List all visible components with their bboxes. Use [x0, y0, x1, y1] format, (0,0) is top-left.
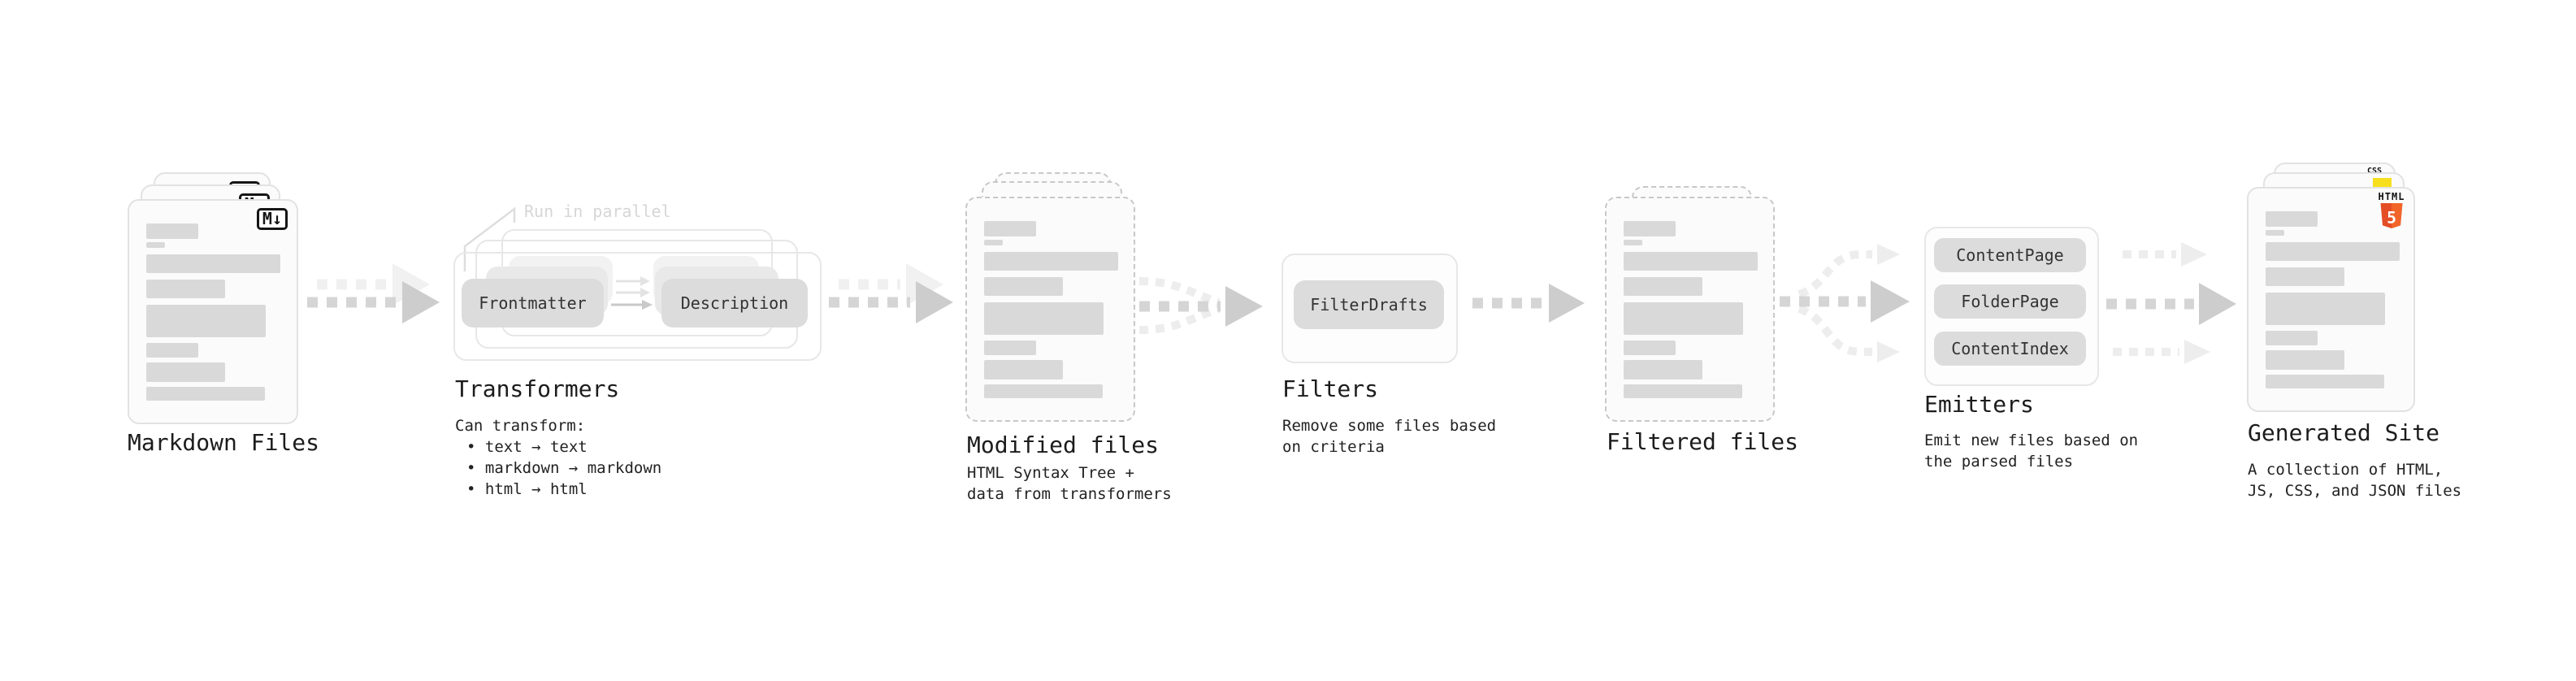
html5-number: 5 — [2387, 208, 2396, 227]
text-placeholder-bar — [2266, 211, 2318, 227]
desc-bullet: • html → html — [466, 480, 588, 498]
stage-title: Emitters — [1924, 391, 2034, 418]
text-placeholder-bar — [146, 254, 280, 273]
stage-title: Markdown Files — [128, 429, 320, 456]
text-placeholder-bar — [1624, 360, 1702, 380]
stage-title: Modified files — [967, 432, 1160, 458]
arrow-modified-to-filters — [1138, 277, 1263, 334]
desc-line: on criteria — [1282, 438, 1385, 456]
chip-label: ContentPage — [1956, 245, 2064, 265]
text-placeholder-bar — [2266, 375, 2384, 388]
text-placeholder-bar — [984, 384, 1103, 398]
desc-line: Remove some files based — [1282, 417, 1497, 435]
chip-label: FilterDrafts — [1310, 295, 1428, 314]
stage-title: Filters — [1282, 375, 1379, 402]
text-placeholder-bar — [984, 360, 1063, 380]
markdown-icon: M↓ — [256, 208, 288, 230]
arrow-transformers-to-modified — [829, 263, 953, 323]
text-placeholder-bar — [146, 280, 225, 298]
desc-line: Can transform: — [455, 417, 586, 435]
site-file-card-html: HTML 5 — [2247, 187, 2415, 412]
desc-line: the parsed files — [1924, 453, 2074, 471]
text-placeholder-bar — [2266, 230, 2284, 236]
stage-description: Emit new files based on the parsed files — [1924, 430, 2138, 472]
run-in-parallel-label: Run in parallel — [524, 202, 671, 221]
desc-line: HTML Syntax Tree + — [967, 464, 1134, 482]
filtered-file-card — [1605, 197, 1775, 422]
emitters-frame: ContentPage FolderPage ContentIndex — [1924, 227, 2099, 386]
text-placeholder-bar — [2266, 242, 2400, 261]
text-placeholder-bar — [984, 302, 1104, 335]
modified-file-card — [965, 197, 1135, 422]
chip-parallel-arrows — [611, 276, 653, 310]
text-placeholder-bar — [1624, 240, 1642, 245]
file-content-placeholder — [1607, 198, 1773, 420]
text-placeholder-bar — [984, 240, 1003, 245]
stage-description: HTML Syntax Tree + data from transformer… — [967, 462, 1172, 505]
chip-contentpage: ContentPage — [1934, 238, 2086, 272]
html5-shield: 5 — [2380, 203, 2403, 228]
chip-folderpage: FolderPage — [1934, 284, 2086, 319]
text-placeholder-bar — [146, 305, 266, 337]
html5-icon: HTML 5 — [2378, 192, 2405, 228]
desc-bullet: • markdown → markdown — [466, 459, 662, 477]
arrow-filters-to-filtered — [1472, 284, 1585, 323]
text-placeholder-bar — [2266, 350, 2344, 370]
text-placeholder-bar — [2266, 331, 2318, 345]
text-placeholder-bar — [984, 221, 1036, 236]
text-placeholder-bar — [1624, 340, 1676, 355]
file-content-placeholder — [129, 201, 297, 423]
js-badge — [2373, 178, 2392, 189]
file-content-placeholder — [967, 198, 1134, 420]
text-placeholder-bar — [1624, 252, 1758, 271]
chip-contentindex: ContentIndex — [1934, 332, 2086, 366]
chip-label: ContentIndex — [1951, 339, 2069, 358]
text-placeholder-bar — [146, 242, 165, 248]
text-placeholder-bar — [2266, 293, 2385, 325]
text-placeholder-bar — [984, 252, 1118, 271]
desc-line: A collection of HTML, — [2248, 461, 2444, 479]
text-placeholder-bar — [1624, 221, 1676, 236]
text-placeholder-bar — [2266, 267, 2344, 286]
text-placeholder-bar — [1624, 277, 1702, 296]
file-content-placeholder — [2249, 189, 2413, 410]
desc-line: Emit new files based on — [1924, 432, 2139, 449]
text-placeholder-bar — [146, 387, 265, 401]
stage-title: Filtered files — [1607, 428, 1799, 455]
text-placeholder-bar — [984, 340, 1036, 355]
arrow-emitters-to-site — [2106, 242, 2236, 364]
arrow-filtered-to-emitters — [1780, 244, 1910, 362]
chip-frontmatter: Frontmatter — [462, 279, 604, 327]
text-placeholder-bar — [1624, 384, 1742, 398]
stage-description: A collection of HTML, JS, CSS, and JSON … — [2248, 459, 2461, 501]
html5-word: HTML — [2378, 191, 2405, 202]
markdown-file-card: M↓ — [128, 199, 298, 424]
stage-title: Generated Site — [2248, 419, 2440, 446]
chip-description: Description — [661, 279, 808, 327]
stage-description: Can transform: • text → text • markdown … — [455, 415, 661, 500]
text-placeholder-bar — [146, 362, 225, 382]
chip-filterdrafts: FilterDrafts — [1294, 280, 1444, 329]
stage-description: Remove some files based on criteria — [1282, 415, 1496, 458]
chip-label: Description — [680, 293, 789, 313]
chip-label: FolderPage — [1961, 292, 2059, 311]
arrow-markdown-to-transformers — [307, 263, 440, 323]
stage-title: Transformers — [455, 375, 620, 402]
chip-label: Frontmatter — [479, 293, 587, 313]
filters-frame: FilterDrafts — [1281, 254, 1458, 363]
text-placeholder-bar — [146, 223, 198, 239]
desc-line: JS, CSS, and JSON files — [2248, 482, 2462, 500]
desc-line: data from transformers — [967, 485, 1172, 503]
css-badge-label: CSS — [2366, 167, 2382, 176]
desc-bullet: • text → text — [466, 438, 588, 456]
transformer-frame — [453, 252, 822, 361]
text-placeholder-bar — [984, 277, 1063, 296]
text-placeholder-bar — [146, 343, 198, 358]
text-placeholder-bar — [1624, 302, 1743, 335]
